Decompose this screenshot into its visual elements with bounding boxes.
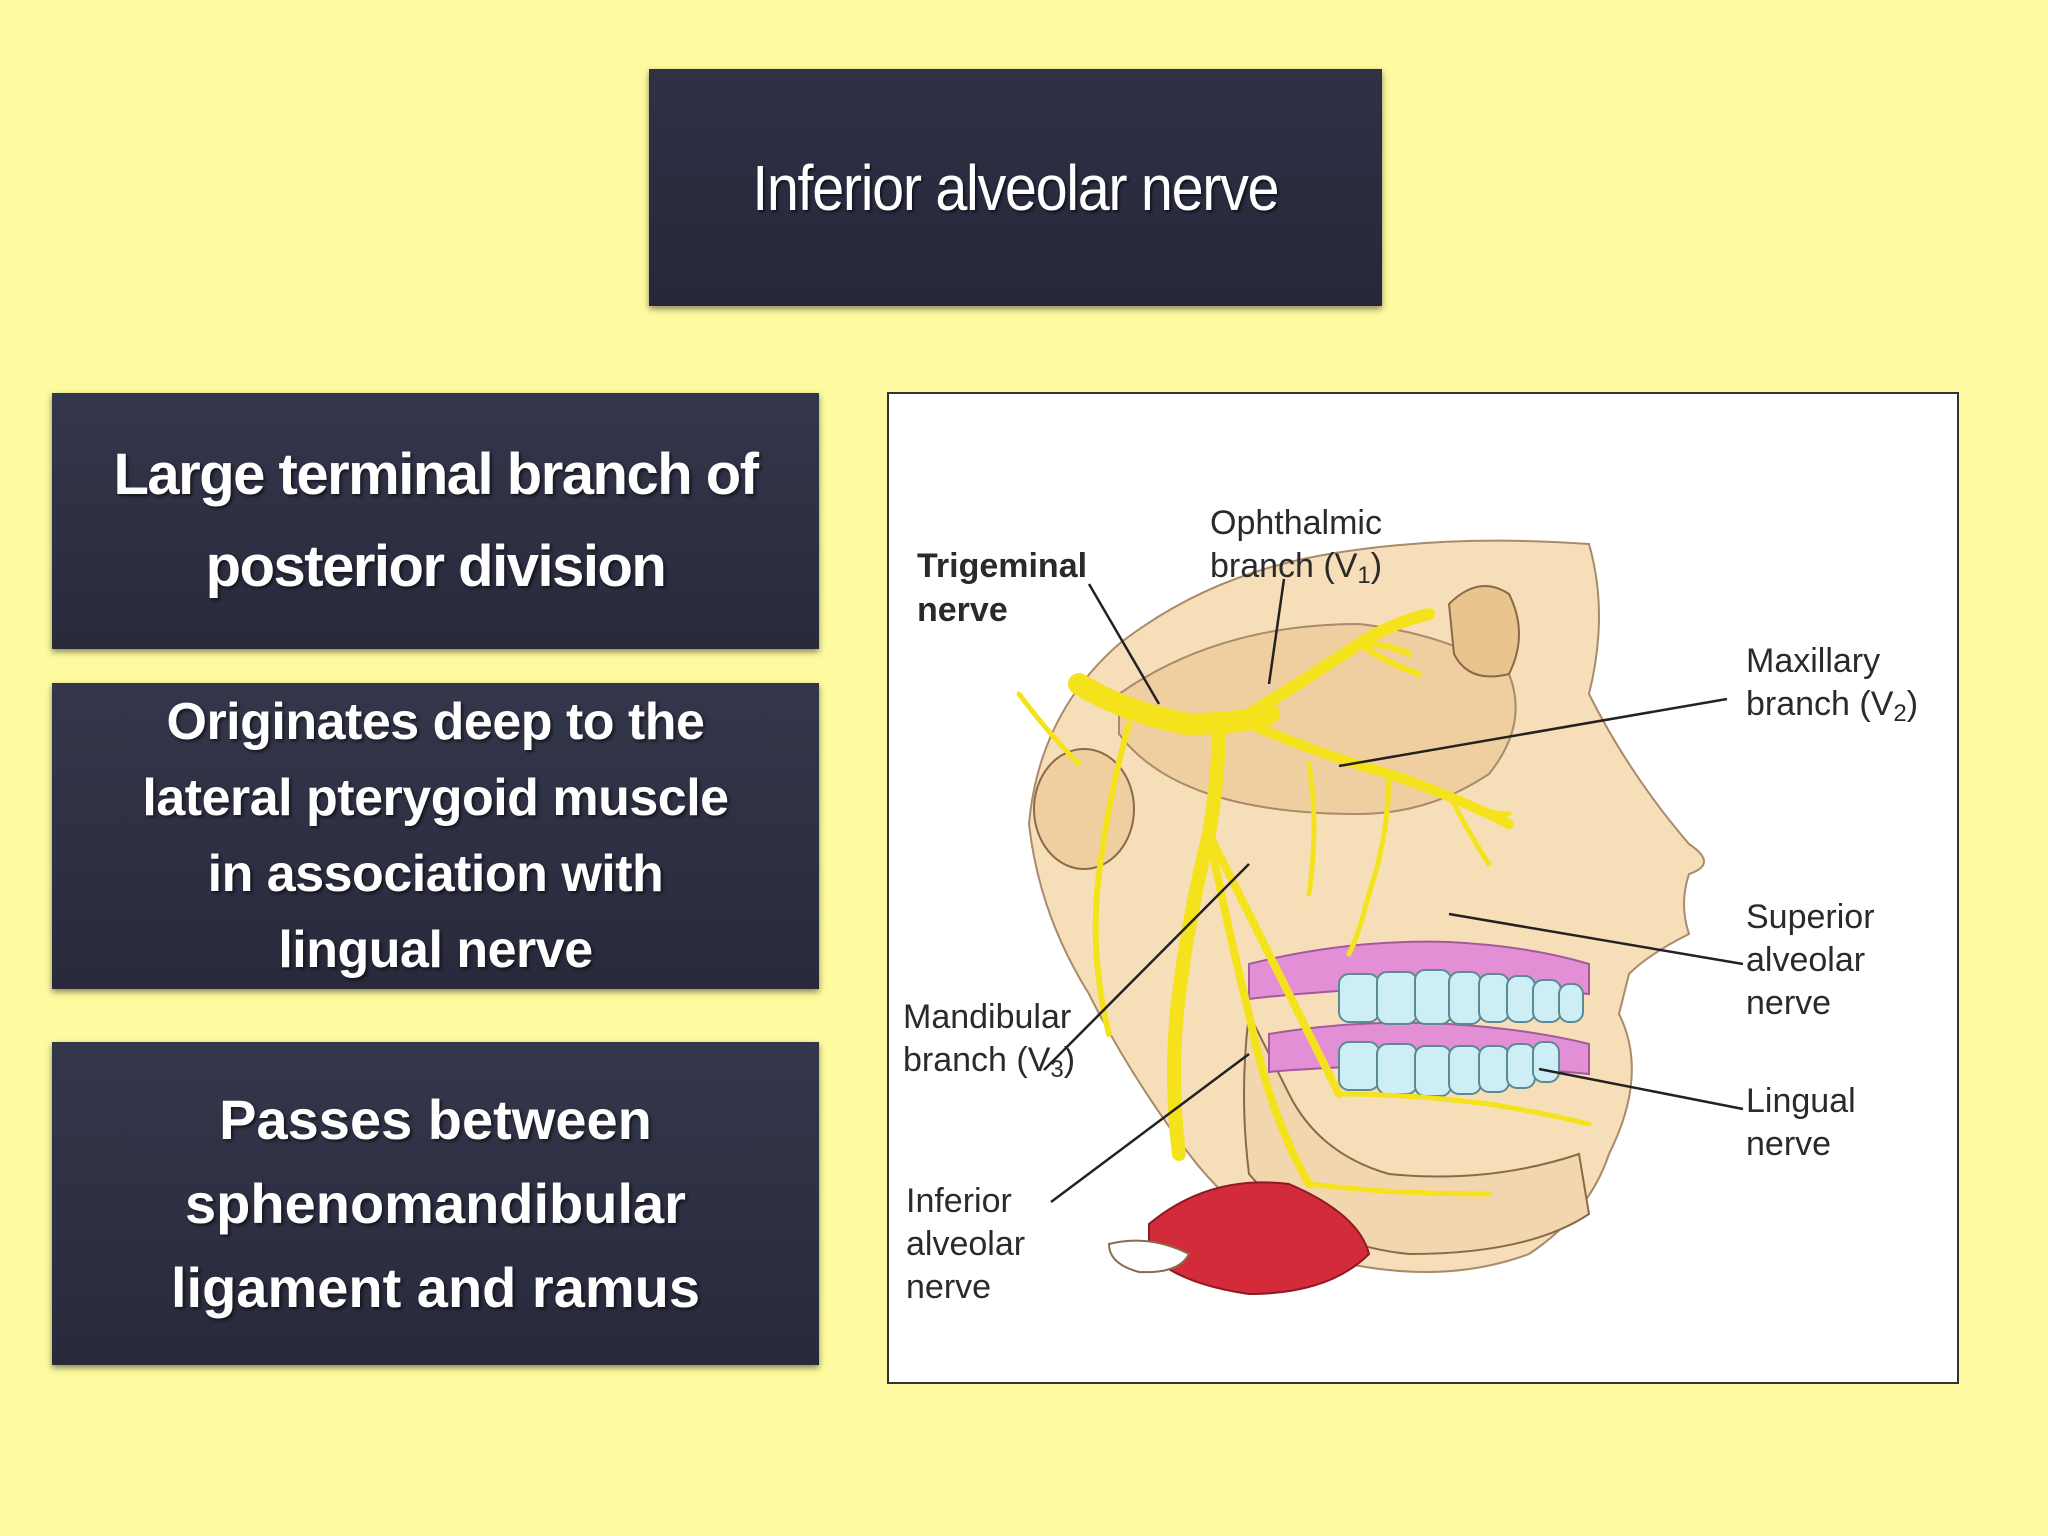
info-box-course: Passes between sphenomandibular ligament… [52, 1042, 819, 1365]
info-box-origin: Originates deep to the lateral pterygoid… [52, 683, 819, 989]
info-text-terminal-branch: Large terminal branch of posterior divis… [113, 442, 759, 599]
trigeminal-nerve-diagram: Trigeminal nerve Ophthalmic branch (V1) … [887, 392, 1959, 1384]
label-inferior-alveolar-line-1: Inferior [906, 1182, 1012, 1220]
info-text-course: Passes between sphenomandibular ligament… [170, 1087, 701, 1319]
info-text-origin: Originates deep to the lateral pterygoid… [142, 693, 729, 979]
label-mandibular-line-1: Mandibular [903, 998, 1071, 1036]
label-ophthalmic-line-1: Ophthalmic [1210, 504, 1382, 542]
diagram-illustration: Trigeminal nerve Ophthalmic branch (V1) … [903, 504, 1918, 1306]
ear [1033, 748, 1135, 870]
label-lingual-line-2: nerve [1746, 1125, 1831, 1163]
label-lingual-line-1: Lingual [1746, 1082, 1856, 1120]
label-trigeminal-line-2: nerve [917, 591, 1008, 629]
title-banner: Inferior alveolar nerve [649, 69, 1382, 306]
label-ophthalmic-line-2: branch (V1) [1210, 547, 1382, 589]
upper-teeth [1338, 969, 1584, 1025]
label-superior-alveolar-line-3: nerve [1746, 984, 1831, 1022]
label-inferior-alveolar-line-3: nerve [906, 1268, 991, 1306]
eye-orbit [1447, 585, 1520, 678]
label-superior-alveolar-line-2: alveolar [1746, 941, 1865, 979]
label-superior-alveolar-line-1: Superior [1746, 898, 1875, 936]
nerve-branches [1016, 608, 1592, 1197]
muscle [1148, 1181, 1371, 1296]
leader-lines [1043, 578, 1744, 1204]
label-trigeminal-line-1: Trigeminal [917, 547, 1087, 585]
label-mandibular-line-2: branch (V3) [903, 1041, 1075, 1083]
hyoid-bone [1107, 1239, 1191, 1274]
label-inferior-alveolar-line-2: alveolar [906, 1225, 1025, 1263]
mandible [1243, 1010, 1591, 1256]
info-box-terminal-branch: Large terminal branch of posterior divis… [52, 393, 819, 649]
lower-teeth [1338, 1041, 1560, 1097]
page-title: Inferior alveolar nerve [752, 151, 1279, 224]
label-maxillary-line-1: Maxillary [1746, 642, 1880, 680]
label-maxillary-line-2: branch (V2) [1746, 685, 1918, 727]
